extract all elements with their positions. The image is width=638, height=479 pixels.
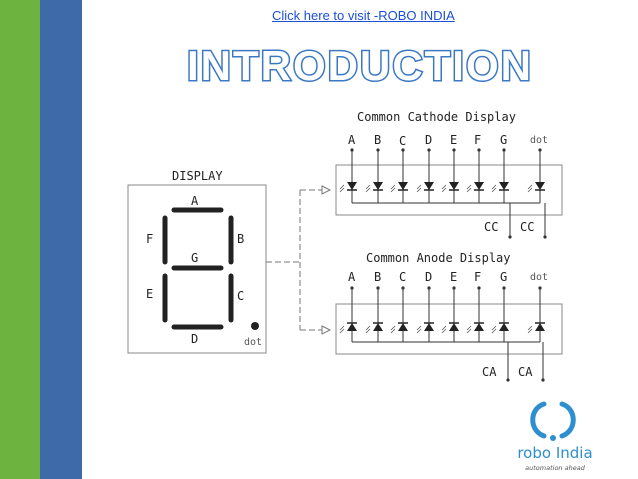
- cathode-common-1: CC: [484, 220, 498, 234]
- logo-wordmark: robo India: [517, 444, 592, 462]
- display-box: [127, 184, 267, 354]
- anode-pin-g: G: [500, 270, 507, 284]
- logo-mark: [530, 401, 576, 439]
- anode-box: [335, 303, 563, 355]
- anode-diode-array: [339, 286, 545, 382]
- anode-pin-f: F: [474, 270, 481, 284]
- anode-common-1: CA: [482, 365, 497, 379]
- anode-common-node-2: [541, 378, 545, 382]
- title-banner: INTRODUCTION: [186, 41, 533, 91]
- anode-diode-2: [365, 286, 383, 342]
- anode-pin-labels: A B C D E F G dot: [348, 270, 548, 284]
- cathode-box: [335, 164, 563, 216]
- dot-label: dot: [244, 337, 262, 348]
- anode-pin-b: B: [374, 270, 381, 284]
- cathode-diode-1: [339, 148, 357, 203]
- logo-mark-dot: [550, 435, 556, 441]
- cathode-pin-b: B: [374, 133, 381, 147]
- cathode-diode-6: [466, 148, 484, 203]
- segment-a-label: A: [191, 194, 199, 208]
- segment-e-label: E: [146, 287, 153, 301]
- cathode-diode-8: [527, 148, 545, 203]
- cathode-pin-a: A: [348, 133, 356, 147]
- arrow-to-anode: [321, 325, 332, 335]
- cathode-pin-c: C: [399, 134, 406, 148]
- anode-diode-8: [527, 286, 545, 342]
- cathode-common-2: CC: [520, 220, 534, 234]
- logo-tagline: automation ahead: [525, 464, 586, 472]
- cathode-diode-array: [339, 148, 547, 239]
- cathode-pin-e: E: [450, 133, 457, 147]
- decimal-dot: [251, 322, 259, 330]
- cathode-diode-5: [441, 148, 459, 203]
- anode-diode-4: [416, 286, 434, 342]
- anode-pin-dot: dot: [530, 272, 548, 283]
- cathode-common-node-2: [543, 235, 547, 239]
- connector-lines: [266, 189, 322, 331]
- anode-diode-5: [441, 286, 459, 342]
- display-label: DISPLAY: [172, 169, 223, 183]
- cathode-diode-7: [491, 148, 509, 203]
- cathode-pin-f: F: [474, 133, 481, 147]
- cathode-title: Common Cathode Display: [357, 110, 516, 124]
- anode-diode-1: [339, 286, 357, 342]
- robo-india-link[interactable]: Click here to visit -ROBO INDIA: [272, 8, 455, 23]
- page-title: INTRODUCTION: [187, 42, 533, 89]
- segment-c-label: C: [237, 289, 244, 303]
- anode-pin-a: A: [348, 270, 356, 284]
- cathode-pin-d: D: [425, 133, 432, 147]
- arrow-to-cathode: [321, 185, 332, 195]
- cathode-diode-4: [416, 148, 434, 203]
- anode-diode-6: [466, 286, 484, 342]
- anode-pin-e: E: [450, 270, 457, 284]
- segment-b-label: B: [237, 232, 244, 246]
- anode-diode-3: [390, 286, 408, 342]
- robo-india-logo: robo India automation ahead: [517, 401, 593, 472]
- anode-diode-7: [491, 286, 509, 342]
- left-green-bar: [0, 0, 40, 479]
- anode-common-node-1: [506, 378, 510, 382]
- segment-f-label: F: [146, 232, 153, 246]
- segment-d-label: D: [191, 332, 198, 346]
- cathode-common-node-1: [508, 235, 512, 239]
- cathode-pin-dot: dot: [530, 135, 548, 146]
- cathode-diode-3: [390, 148, 408, 203]
- cathode-pin-labels: A B C D E F G dot: [348, 133, 548, 148]
- anode-title: Common Anode Display: [366, 251, 511, 265]
- cathode-diode-2: [365, 148, 383, 203]
- anode-pin-c: C: [399, 270, 406, 284]
- left-blue-bar: [40, 0, 82, 479]
- seven-segments: [162, 207, 234, 330]
- segment-g-label: G: [191, 251, 198, 265]
- anode-common-2: CA: [518, 365, 533, 379]
- anode-pin-d: D: [425, 270, 432, 284]
- cathode-pin-g: G: [500, 133, 507, 147]
